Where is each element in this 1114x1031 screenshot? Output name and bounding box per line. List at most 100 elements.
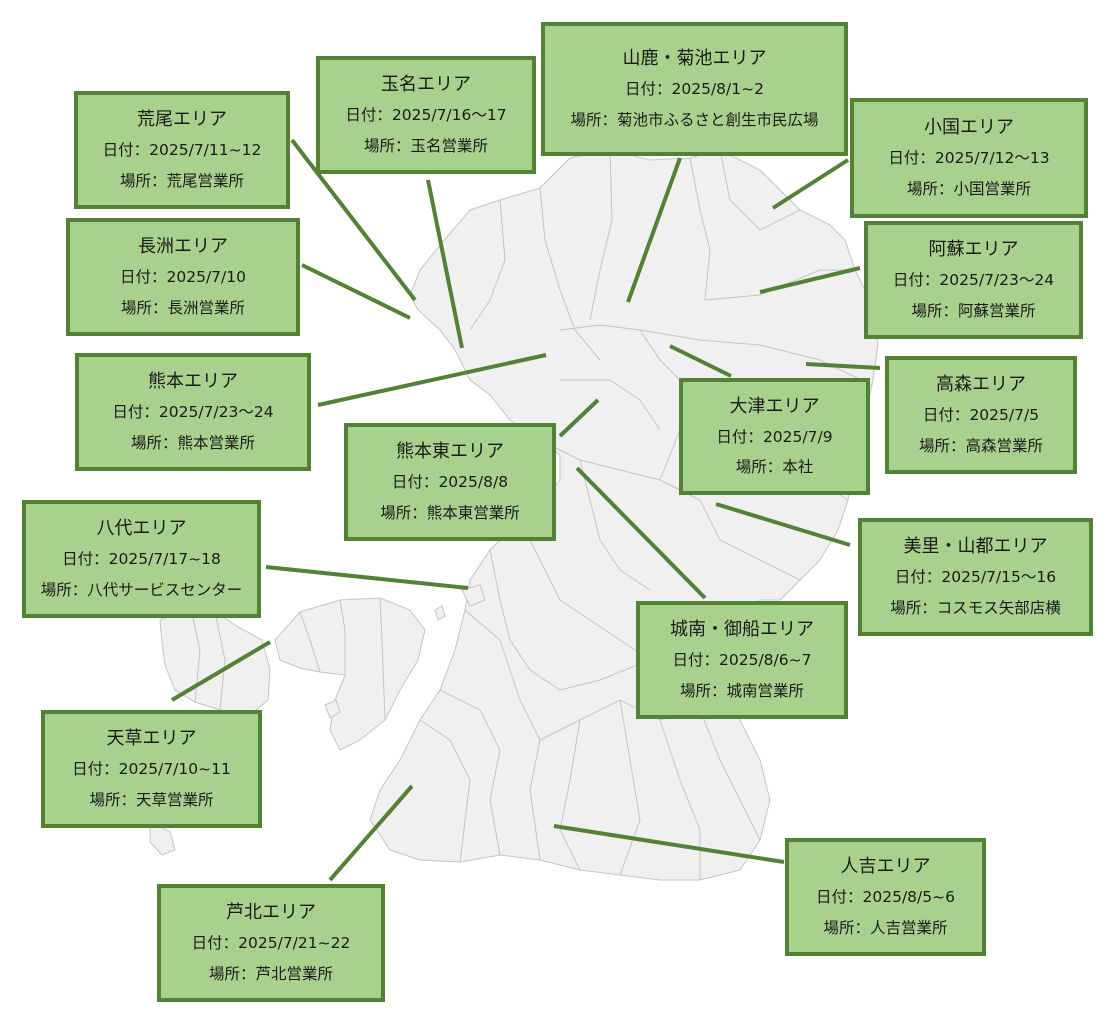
leader-line-amakusa [170, 640, 272, 702]
place-label: 場所： [735, 458, 783, 476]
area-box-jonan-mifune: 城南・御船エリア日付：2025/8/6~7 場所：城南営業所 [636, 601, 848, 719]
area-box-tamana: 玉名エリア日付：2025/7/16～17 場所：玉名営業所 [316, 56, 536, 174]
municipal-borders [189, 149, 873, 880]
place-label: 場所： [823, 918, 870, 937]
date-label: 日付： [816, 888, 863, 906]
place-label: 場所： [119, 171, 167, 190]
area-place: 荒尾営業所 [166, 171, 245, 190]
area-place: 長洲営業所 [167, 298, 246, 317]
date-label: 日付： [112, 403, 159, 421]
place-label: 場所： [89, 790, 136, 809]
area-place: 天草営業所 [136, 790, 214, 809]
area-place: 高森営業所 [965, 436, 1044, 455]
area-date: 2025/7/5 [969, 406, 1040, 424]
date-label: 日付： [102, 141, 150, 159]
area-date: 2025/7/23～24 [158, 403, 274, 421]
area-date-row: 日付：2025/7/17~18 [62, 550, 221, 568]
area-title: 熊本東エリア [396, 441, 504, 462]
area-date-row: 日付：2025/7/23～24 [892, 271, 1054, 289]
area-place-row: 場所：小国営業所 [907, 181, 1031, 198]
area-date: 2025/7/9 [762, 427, 833, 446]
area-place-row: 場所：玉名営業所 [363, 136, 489, 155]
area-date-row: 日付：2025/7/11~12 [102, 141, 262, 159]
area-date: 2025/7/21~22 [238, 934, 351, 952]
area-date-row: 日付：2025/8/8 [392, 473, 509, 491]
area-box-hitoyoshi: 人吉エリア日付：2025/8/5~6 場所：人吉営業所 [785, 838, 986, 956]
leader-line-kumamoto-east [558, 398, 600, 438]
area-box-kumamoto: 熊本エリア日付：2025/7/23～24 場所：熊本営業所 [75, 353, 311, 471]
area-date-row: 日付：2025/7/10 [120, 269, 246, 286]
leader-line-kumamoto [317, 353, 547, 407]
area-place-row: 場所：城南営業所 [679, 681, 805, 700]
area-date: 2025/7/17~18 [108, 550, 221, 568]
area-date: 2025/7/15～16 [941, 568, 1057, 586]
place-label: 場所： [40, 580, 88, 599]
leader-line-arao [290, 138, 417, 302]
area-box-aso: 阿蘇エリア日付：2025/7/23～24 場所：阿蘇営業所 [864, 221, 1083, 339]
leader-line-tamana [426, 179, 464, 349]
area-title: 小国エリア [924, 117, 1014, 138]
area-date-row: 日付：2025/7/10~11 [72, 760, 231, 778]
area-title: 阿蘇エリア [928, 239, 1019, 260]
area-place-row: 場所：阿蘇営業所 [911, 301, 1036, 320]
area-place-row: 場所：天草営業所 [89, 790, 214, 809]
area-title: 大津エリア [729, 395, 820, 417]
area-date-row: 日付：2025/8/6~7 [673, 651, 812, 669]
islet [434, 605, 446, 621]
area-date-row: 日付：2025/7/9 [716, 427, 833, 446]
area-place: 八代サービスセンター [87, 580, 243, 599]
amakusa-south-island [149, 819, 176, 856]
area-title: 天草エリア [106, 728, 197, 749]
leader-line-jonan-mifune [575, 466, 707, 600]
leader-lines [170, 138, 881, 882]
place-label: 場所： [570, 110, 617, 129]
area-date: 2025/8/6~7 [719, 651, 812, 669]
area-place-row: 場所：熊本東営業所 [380, 505, 520, 522]
area-date-row: 日付：2025/8/5~6 [816, 888, 955, 906]
area-place: 人吉営業所 [870, 918, 948, 937]
area-date: 2025/7/12～13 [934, 149, 1050, 167]
date-label: 日付： [888, 149, 935, 167]
leader-line-yamaga-kikuchi [626, 157, 682, 303]
area-place: 阿蘇営業所 [958, 301, 1036, 320]
leader-line-takamori [805, 362, 881, 370]
place-label: 場所： [208, 964, 256, 983]
area-place: コスモス矢部店横 [936, 598, 1061, 617]
area-date: 2025/7/10~11 [118, 760, 231, 778]
leader-line-hitoyoshi [553, 824, 785, 864]
area-place-row: 場所：本社 [735, 458, 814, 476]
area-date-row: 日付：2025/7/16～17 [345, 107, 506, 124]
area-date-row: 日付：2025/7/12～13 [888, 149, 1050, 167]
area-place-row: 場所：芦北営業所 [208, 964, 334, 983]
date-label: 日付： [716, 427, 763, 446]
area-place-row: 場所：熊本営業所 [131, 435, 255, 452]
area-box-amakusa: 天草エリア日付：2025/7/10~11 場所：天草営業所 [41, 710, 262, 828]
area-title: 城南・御船エリア [670, 619, 814, 640]
area-title: 山鹿・菊池エリア [622, 48, 767, 69]
area-title: 人吉エリア [840, 856, 931, 877]
area-date: 2025/7/11~12 [149, 141, 262, 159]
date-label: 日付： [892, 271, 940, 289]
date-label: 日付： [62, 550, 109, 568]
area-place: 玉名営業所 [410, 136, 489, 155]
area-title: 玉名エリア [381, 74, 471, 95]
area-place-row: 場所：高森営業所 [919, 436, 1044, 455]
uto-peninsula [274, 597, 426, 751]
place-label: 場所： [363, 136, 411, 155]
area-title: 高森エリア [936, 374, 1026, 395]
area-title: 芦北エリア [226, 902, 316, 923]
area-date: 2025/8/5~6 [862, 888, 955, 906]
place-label: 場所： [679, 681, 727, 700]
leader-line-yatsushiro [265, 565, 469, 590]
leader-line-misato-yamato [715, 502, 851, 547]
area-date: 2025/8/8 [438, 473, 509, 491]
area-place: 芦北営業所 [255, 964, 334, 983]
date-label: 日付： [894, 568, 942, 586]
date-label: 日付： [191, 934, 239, 952]
area-place: 城南営業所 [726, 681, 805, 700]
area-title: 熊本エリア [148, 371, 238, 392]
